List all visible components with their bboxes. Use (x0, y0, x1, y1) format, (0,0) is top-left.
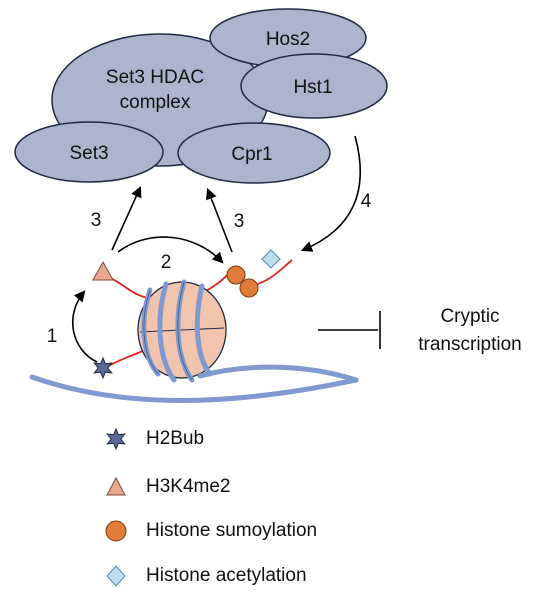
legend-item-h2bub: H2Bub (96, 425, 204, 453)
circle-icon (96, 517, 136, 545)
dna-wrap-outlines (143, 281, 193, 381)
legend-label-h3k4me2: H3K4me2 (146, 476, 231, 497)
diamond-icon (96, 562, 136, 590)
outcome-line2: transcription (418, 334, 522, 355)
h2bub-star-icon (93, 356, 113, 380)
step-3-right-arrow (206, 187, 233, 253)
complex-title-line1: Set3 HDAC (106, 67, 204, 88)
dna-strand-front (197, 364, 359, 383)
legend-item-h3k4me2: H3K4me2 (96, 473, 231, 501)
legend-item-sumoylation: Histone sumoylation (96, 517, 317, 545)
step-3-left-label: 3 (91, 210, 102, 231)
nucleosome (137, 279, 227, 383)
legend-label-h2bub: H2Bub (146, 428, 205, 449)
pathway-arrows (71, 135, 381, 363)
hos2-label: Hos2 (266, 29, 310, 50)
set3-oval (14, 121, 164, 183)
step-3-right-label: 3 (234, 211, 245, 232)
star-icon (96, 425, 136, 453)
step-3-left-arrow (111, 185, 142, 251)
cpr1-label: Cpr1 (231, 144, 272, 165)
step-1-label: 1 (47, 326, 58, 347)
step-2-label: 2 (161, 252, 172, 273)
acetylation-diamond-icon (261, 249, 281, 269)
cpr1-oval (177, 122, 331, 184)
hst1-label: Hst1 (293, 77, 332, 98)
hst1-oval (240, 53, 388, 119)
triangle-icon (96, 473, 136, 501)
sumoylation-circle-icon-2 (239, 278, 259, 298)
octamer-divider (139, 327, 225, 333)
sumoylation-circle-icon-1 (226, 265, 246, 285)
step-2-arrow (117, 236, 224, 264)
legend-label-acetylation: Histone acetylation (146, 565, 307, 586)
tail-h2bub (104, 349, 146, 369)
legend-label-sumoylation: Histone sumoylation (146, 520, 318, 541)
outcome-line1: Cryptic (440, 306, 499, 327)
complex-title-line2: complex (120, 92, 191, 113)
step-1-arrow (71, 290, 98, 363)
step-4-label: 4 (361, 191, 372, 212)
step-4-arrow (300, 135, 362, 252)
legend-item-acetylation: Histone acetylation (96, 562, 307, 590)
h3k4me2-triangle-icon (92, 260, 114, 281)
dna-strand-back (29, 374, 359, 403)
set3-hdac-complex: Set3 HDAC complex Hos2 Hst1 Set3 Cpr1 (14, 8, 388, 184)
set3-label: Set3 (69, 143, 108, 164)
